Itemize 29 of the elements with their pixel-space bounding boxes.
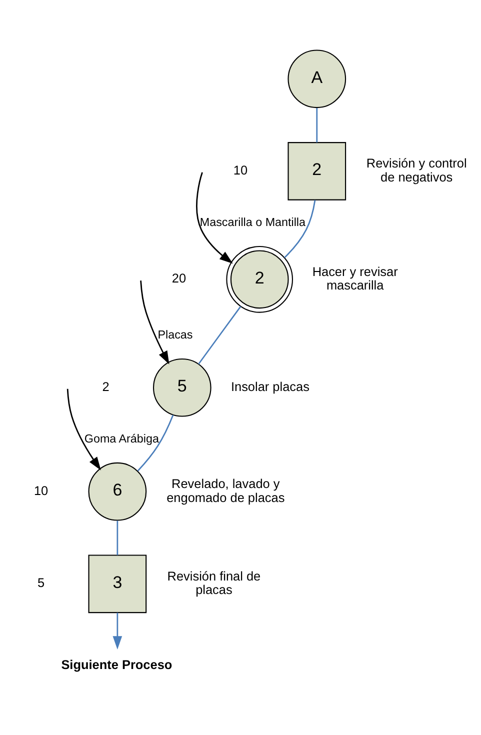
arrow [140, 280, 170, 364]
node-box: 3 [88, 554, 147, 613]
connector [137, 414, 174, 471]
arrow [196, 172, 233, 264]
edge-label: Placas [158, 328, 193, 342]
node-label: 10 [233, 162, 248, 177]
node-label: 10 [34, 482, 48, 498]
node-circle: 6 [88, 462, 147, 520]
node-label: Revisión y control de negativos [366, 155, 467, 184]
node-label: Revisión final de placas [167, 568, 261, 597]
connector [316, 108, 318, 142]
arrow [66, 388, 101, 470]
connector [198, 306, 242, 364]
node-box: 2 [288, 142, 346, 200]
node-circle: 2 [226, 246, 294, 312]
node-label: Insolar placas [230, 378, 310, 394]
edge-label: Goma Arábiga [84, 432, 159, 446]
connector [284, 200, 316, 258]
arrow [112, 612, 122, 649]
node-label: 2 [102, 378, 110, 394]
node-circle: 5 [152, 358, 212, 416]
node-text: Siguiente Proceso [61, 656, 172, 672]
node-label: 20 [172, 270, 186, 286]
node-label: Revelado, lavado y engomado de placas [166, 475, 285, 504]
node-circle: A [288, 49, 346, 108]
connector [116, 520, 118, 555]
node-label: Hacer y revisar mascarilla [312, 263, 398, 292]
node-label: 5 [38, 574, 45, 590]
edge-label: Mascarilla o Mantilla [200, 216, 306, 229]
